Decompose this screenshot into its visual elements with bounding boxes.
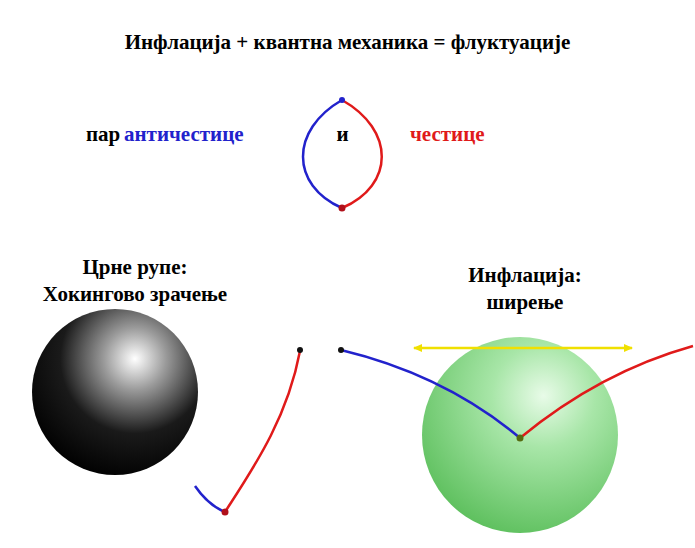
black-hole-sphere: Црне рупе:Хокингово зрачење bbox=[20, 250, 250, 478]
heading-text: Инфлација: bbox=[405, 262, 645, 289]
diagram-title: Инфлација + квантна механика = флуктуаци… bbox=[0, 30, 695, 55]
particle-pair-lens-shape bbox=[295, 95, 390, 213]
particle-label: честице bbox=[410, 122, 485, 147]
subheading-text: ширење bbox=[405, 289, 645, 316]
conjunction-text: и bbox=[295, 121, 390, 148]
particle-pair-lens: и bbox=[295, 95, 390, 213]
heading-text: Црне рупе: bbox=[20, 254, 250, 281]
inflation-sphere: Инфлација:ширење bbox=[405, 258, 645, 540]
subheading-text: Хокингово зрачење bbox=[20, 281, 250, 308]
pair-label: пар bbox=[86, 122, 120, 147]
antiparticle-label: античестице bbox=[124, 122, 244, 147]
